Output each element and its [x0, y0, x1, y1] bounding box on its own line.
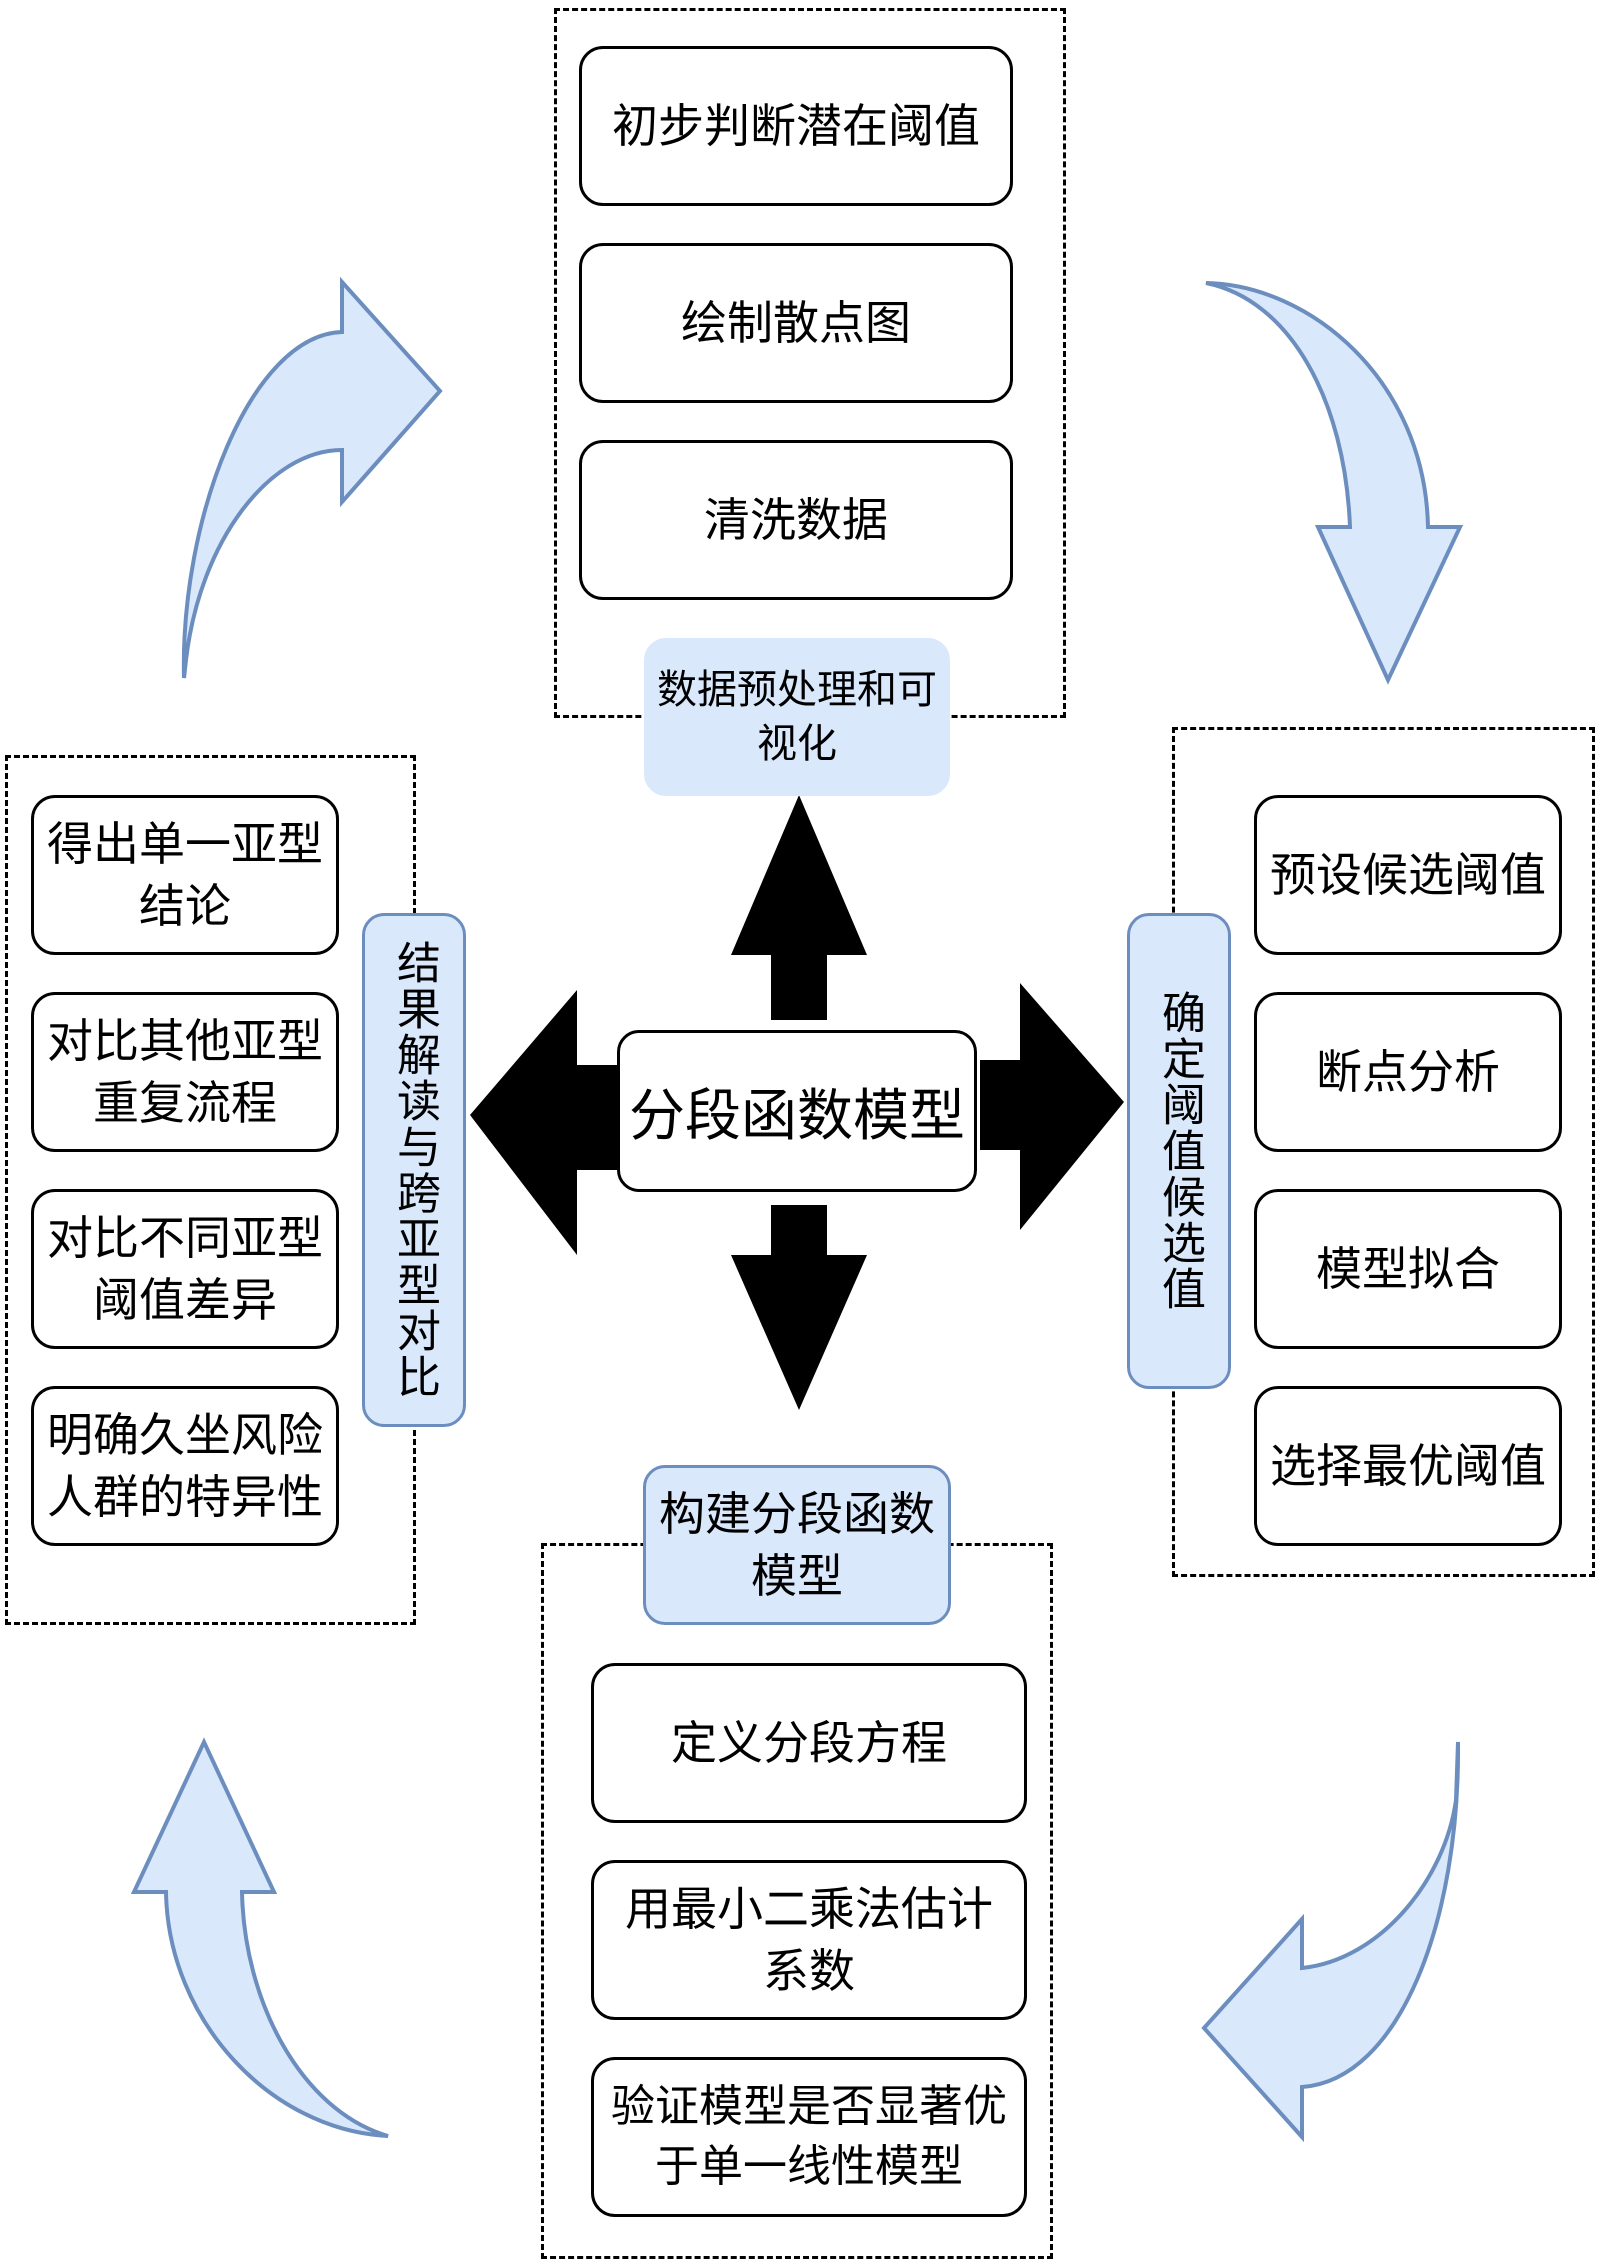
center-piecewise-model[interactable]: 分段函数模型	[617, 1030, 977, 1192]
step-select-optimal-threshold[interactable]: 选择最优阈值	[1254, 1386, 1562, 1546]
step-breakpoint-analysis[interactable]: 断点分析	[1254, 992, 1562, 1152]
step-define-equation[interactable]: 定义分段方程	[591, 1663, 1027, 1823]
curved-arrow-right-icon	[181, 276, 443, 679]
label-data-preprocessing[interactable]: 数据预处理和可视化	[644, 638, 950, 796]
arrow-down-icon	[731, 1205, 867, 1410]
step-validate-model[interactable]: 验证模型是否显著优于单一线性模型	[591, 2057, 1027, 2217]
label-build-model[interactable]: 构建分段函数模型	[643, 1465, 951, 1625]
step-initial-threshold[interactable]: 初步判断潜在阈值	[579, 46, 1013, 206]
step-single-subtype-conclusion[interactable]: 得出单一亚型结论	[31, 795, 339, 955]
curved-arrow-left-icon	[1201, 1741, 1461, 2143]
step-preset-threshold[interactable]: 预设候选阈值	[1254, 795, 1562, 955]
curved-arrow-up-icon	[130, 1737, 389, 2138]
step-draw-scatter[interactable]: 绘制散点图	[579, 243, 1013, 403]
label-threshold-candidates[interactable]: 确定阈值候选值	[1127, 913, 1231, 1389]
step-identify-risk-population[interactable]: 明确久坐风险人群的特异性	[31, 1386, 339, 1546]
step-clean-data[interactable]: 清洗数据	[579, 440, 1013, 600]
arrow-right-icon	[980, 983, 1124, 1230]
step-model-fitting[interactable]: 模型拟合	[1254, 1189, 1562, 1349]
curved-arrow-down-icon	[1205, 281, 1464, 685]
arrow-left-icon	[470, 990, 617, 1255]
step-least-squares[interactable]: 用最小二乘法估计系数	[591, 1860, 1027, 2020]
step-compare-other-subtypes[interactable]: 对比其他亚型重复流程	[31, 992, 339, 1152]
arrow-up-icon	[731, 795, 867, 1020]
label-results-interpretation[interactable]: 结果解读与跨亚型对比	[362, 913, 466, 1427]
step-compare-threshold-differences[interactable]: 对比不同亚型阈值差异	[31, 1189, 339, 1349]
